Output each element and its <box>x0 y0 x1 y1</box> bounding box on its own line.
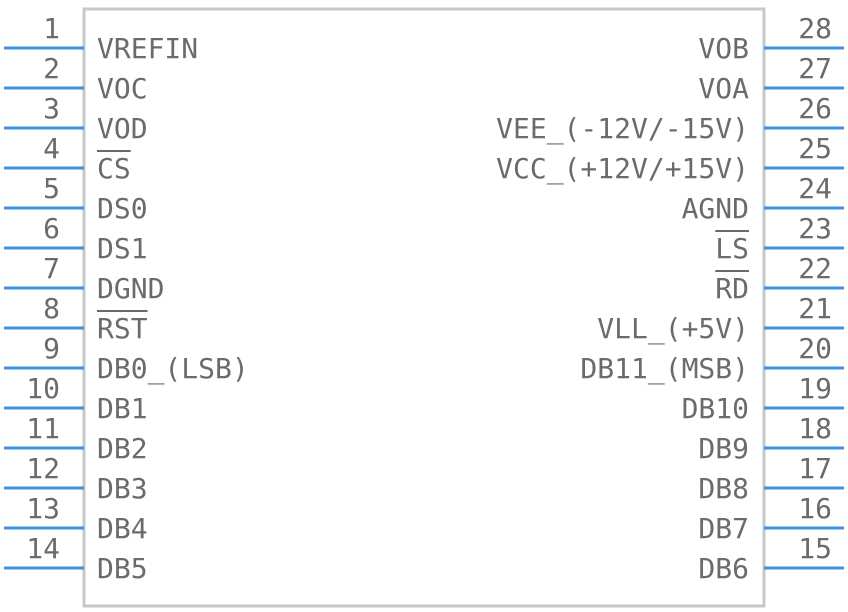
pin-name: RST <box>97 312 148 345</box>
pin-name: VREFIN <box>97 32 198 65</box>
ic-body <box>82 7 766 608</box>
pin-name: DB1 <box>97 392 148 425</box>
pin-name: RD <box>715 272 749 305</box>
pin-number: 2 <box>43 52 60 85</box>
pin-number: 1 <box>43 12 60 45</box>
pin-name: VEE_(-12V/-15V) <box>496 112 749 146</box>
pin-name: AGND <box>682 192 749 225</box>
pin-name: DB5 <box>97 552 148 585</box>
pin-number: 27 <box>798 52 832 85</box>
pin-name: LS <box>715 232 749 265</box>
pin-name: DB4 <box>97 512 148 545</box>
pin-name: DS0 <box>97 192 148 225</box>
pin-number: 15 <box>798 532 832 565</box>
pin-number: 14 <box>26 532 60 565</box>
pin-name: DB10 <box>682 392 749 425</box>
pin-number: 10 <box>26 372 60 405</box>
pin-name: VLL_(+5V) <box>597 312 749 346</box>
pin-number: 21 <box>798 292 832 325</box>
pin-name: DB7 <box>698 512 749 545</box>
pin-name: DB6 <box>698 552 749 585</box>
pin-number: 22 <box>798 252 832 285</box>
pin-name: DB8 <box>698 472 749 505</box>
pin-number: 7 <box>43 252 60 285</box>
pin-name: VOD <box>97 112 148 145</box>
pin-number: 3 <box>43 92 60 125</box>
pin-name: CS <box>97 152 131 185</box>
pin-name: DB0_(LSB) <box>97 352 249 386</box>
pin-number: 9 <box>43 332 60 365</box>
pin-name: DS1 <box>97 232 148 265</box>
pin-number: 18 <box>798 412 832 445</box>
right-pin-column: 28VOB27VOA26VEE_(-12V/-15V)25VCC_(+12V/+… <box>496 12 844 585</box>
pin-name: VCC_(+12V/+15V) <box>496 152 749 186</box>
pin-number: 26 <box>798 92 832 125</box>
pin-number: 6 <box>43 212 60 245</box>
pin-4: 4CS <box>4 132 131 185</box>
pin-name: DB11_(MSB) <box>580 352 749 386</box>
pin-number: 25 <box>798 132 832 165</box>
pin-name: DB3 <box>97 472 148 505</box>
pin-name: DB9 <box>698 432 749 465</box>
pin-number: 4 <box>43 132 60 165</box>
pin-number: 16 <box>798 492 832 525</box>
pin-number: 17 <box>798 452 832 485</box>
pin-name: VOC <box>97 72 148 105</box>
pin-number: 8 <box>43 292 60 325</box>
pin-number: 5 <box>43 172 60 205</box>
pin-number: 13 <box>26 492 60 525</box>
left-pin-column: 1VREFIN2VOC3VOD4CS5DS06DS17DGND8RST9DB0_… <box>4 12 249 585</box>
pin-number: 23 <box>798 212 832 245</box>
pin-number: 28 <box>798 12 832 45</box>
pin-number: 12 <box>26 452 60 485</box>
pin-name: DB2 <box>97 432 148 465</box>
pin-number: 11 <box>26 412 60 445</box>
pin-name: VOB <box>698 32 749 65</box>
pin-number: 19 <box>798 372 832 405</box>
pin-name: DGND <box>97 272 164 305</box>
pin-number: 24 <box>798 172 832 205</box>
pin-name: VOA <box>698 72 749 105</box>
pin-number: 20 <box>798 332 832 365</box>
